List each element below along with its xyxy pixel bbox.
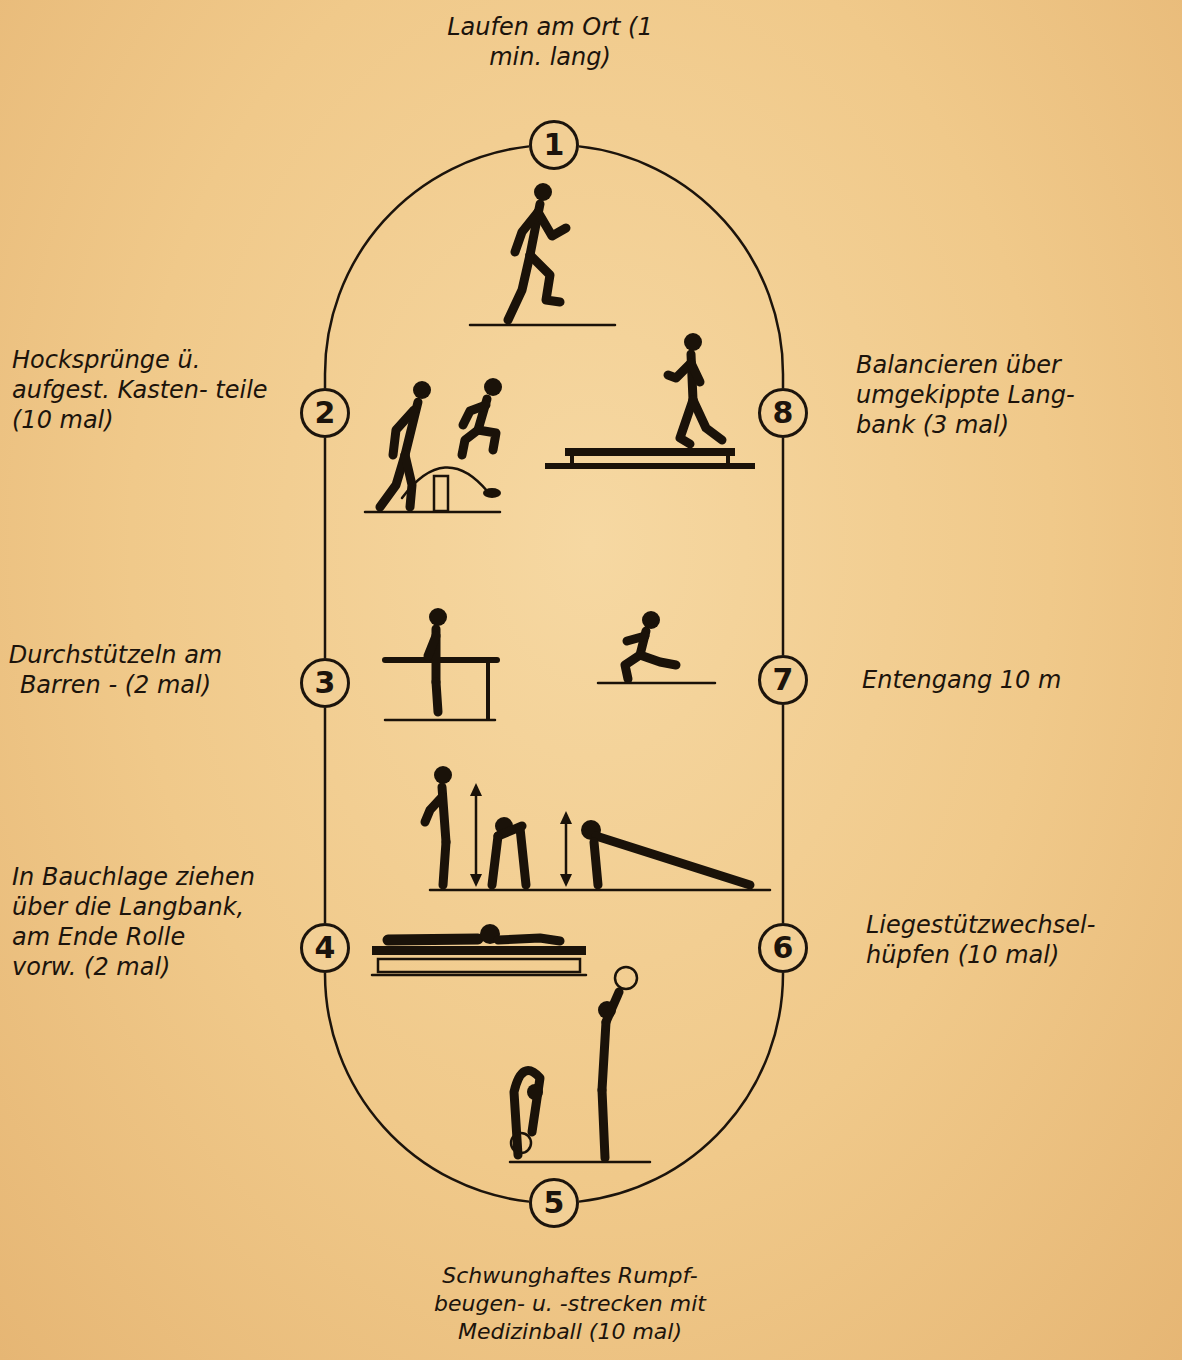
runner-figure [470, 183, 615, 325]
station-circle: 7 [758, 655, 808, 705]
track-line [324, 438, 327, 658]
station-number: 8 [773, 398, 794, 428]
pushup-hop-figures [425, 766, 770, 890]
track-line [324, 708, 327, 923]
exercise-label: Liegestützwechsel- hüpfen (10 mal) [866, 910, 1166, 970]
track-line [325, 146, 529, 388]
track-line [579, 973, 783, 1202]
station-number: 5 [544, 1188, 565, 1218]
station-circle: 5 [529, 1178, 579, 1228]
balance-bench-figure [545, 333, 755, 469]
station-number: 4 [315, 933, 336, 963]
station-number: 3 [315, 668, 336, 698]
exercise-label: Schwunghaftes Rumpf- beugen- u. -strecke… [400, 1262, 740, 1346]
station-circle: 8 [758, 388, 808, 438]
exercise-label: In Bauchlage ziehen über die Langbank, a… [12, 862, 257, 982]
exercise-label: Durchstützeln am Barren - (2 mal) [8, 640, 223, 700]
station-number: 6 [773, 933, 794, 963]
station-circle: 6 [758, 923, 808, 973]
tuck-jump-figures [365, 378, 502, 512]
parallel-bars-figure [385, 608, 497, 720]
station-number: 2 [315, 398, 336, 428]
station-circle: 4 [300, 923, 350, 973]
exercise-label: Balancieren über umgekippte Lang- bank (… [856, 350, 1118, 440]
station-number: 7 [773, 665, 794, 695]
exercise-label: Laufen am Ort (1 min. lang) [420, 12, 680, 72]
station-circle: 1 [529, 120, 579, 170]
station-circle: 3 [300, 658, 350, 708]
duck-walk-figure [598, 611, 715, 683]
exercise-label: Entengang 10 m [862, 665, 1162, 695]
track-line [782, 438, 785, 655]
exercise-label: Hocksprünge ü. aufgest. Kasten- teile (1… [12, 345, 292, 435]
bench-pull-figure [372, 924, 586, 975]
track-line [325, 973, 529, 1202]
station-circle: 2 [300, 388, 350, 438]
medicine-ball-figures [510, 967, 650, 1162]
station-number: 1 [544, 130, 565, 160]
track-line [782, 705, 785, 923]
track-line [579, 146, 783, 388]
